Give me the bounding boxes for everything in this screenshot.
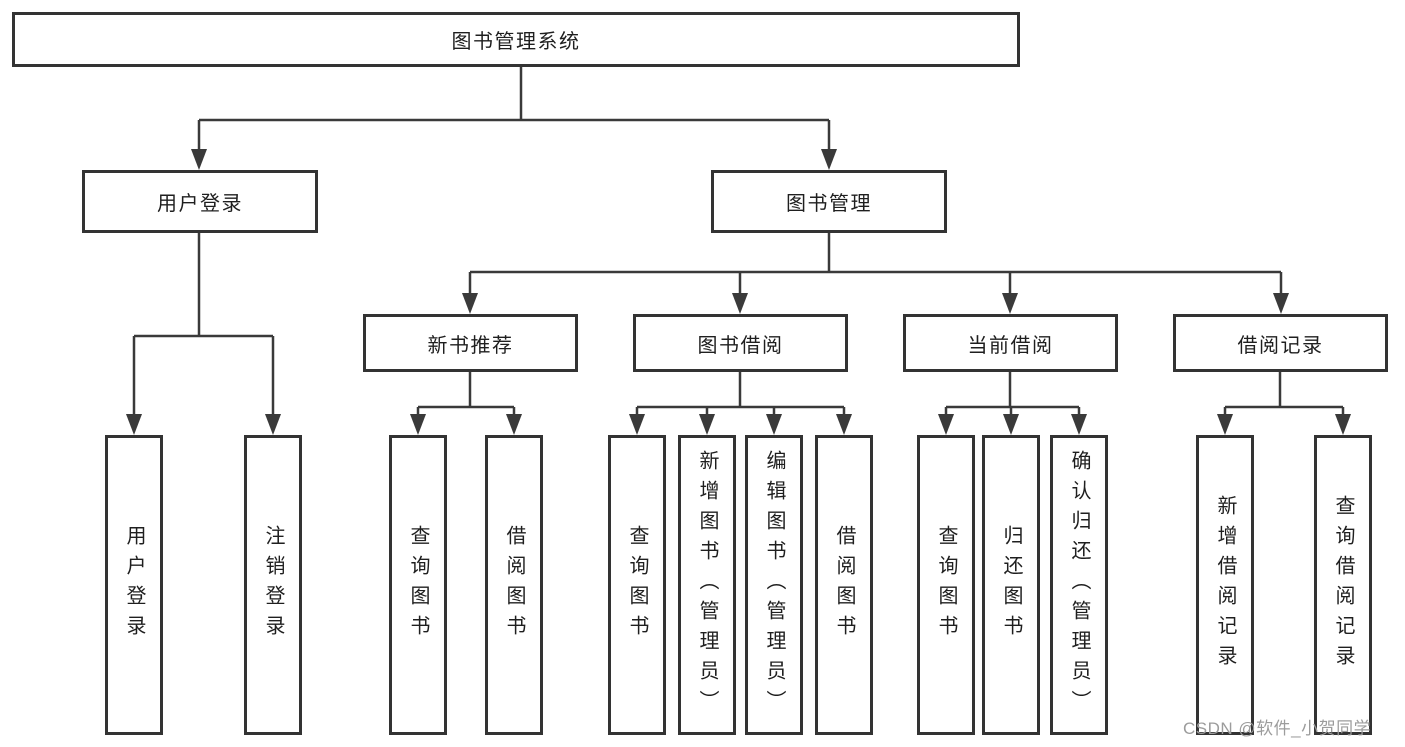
leaf-bb-add-books: 新增图书（管理员） <box>678 435 736 735</box>
node-book-mgmt: 图书管理 <box>711 170 947 233</box>
node-book-borrow-label: 图书借阅 <box>697 334 784 357</box>
node-new-book-rec-label: 新书推荐 <box>427 334 514 357</box>
node-current-borrow-label: 当前借阅 <box>967 334 1054 357</box>
leaf-br-add-record-label: 新增借阅记录 <box>1214 495 1236 675</box>
leaf-nbr-query-books: 查询图书 <box>389 435 447 735</box>
node-borrow-records-label: 借阅记录 <box>1237 334 1324 357</box>
leaf-bb-borrow-books-label: 借阅图书 <box>833 525 855 645</box>
leaf-cb-confirm-return-label: 确认归还（管理员） <box>1068 450 1090 720</box>
leaf-cb-query-books-label: 查询图书 <box>935 525 957 645</box>
leaf-cb-return-books: 归还图书 <box>982 435 1040 735</box>
leaf-logout: 注销登录 <box>244 435 302 735</box>
leaf-nbr-query-books-label: 查询图书 <box>407 525 429 645</box>
node-user-login-label: 用户登录 <box>157 193 243 215</box>
leaf-user-login: 用户登录 <box>105 435 163 735</box>
node-root-label: 图书管理系统 <box>451 31 581 53</box>
node-borrow-records: 借阅记录 <box>1173 314 1388 372</box>
leaf-bb-add-books-label: 新增图书（管理员） <box>696 450 718 720</box>
leaf-bb-edit-books: 编辑图书（管理员） <box>745 435 803 735</box>
leaf-nbr-borrow-books: 借阅图书 <box>485 435 543 735</box>
node-root: 图书管理系统 <box>12 12 1020 67</box>
csdn-watermark: CSDN @软件_小贺同学 <box>1183 719 1372 738</box>
leaf-br-add-record: 新增借阅记录 <box>1196 435 1254 735</box>
leaf-bb-query-books: 查询图书 <box>608 435 666 735</box>
leaf-br-query-record-label: 查询借阅记录 <box>1332 495 1354 675</box>
node-book-borrow: 图书借阅 <box>633 314 848 372</box>
leaf-nbr-borrow-books-label: 借阅图书 <box>503 525 525 645</box>
leaf-logout-label: 注销登录 <box>262 525 284 645</box>
leaf-cb-return-books-label: 归还图书 <box>1000 525 1022 645</box>
leaf-br-query-record: 查询借阅记录 <box>1314 435 1372 735</box>
leaf-bb-edit-books-label: 编辑图书（管理员） <box>763 450 785 720</box>
leaf-bb-borrow-books: 借阅图书 <box>815 435 873 735</box>
leaf-cb-confirm-return: 确认归还（管理员） <box>1050 435 1108 735</box>
node-current-borrow: 当前借阅 <box>903 314 1118 372</box>
leaf-user-login-label: 用户登录 <box>123 525 145 645</box>
node-user-login: 用户登录 <box>82 170 318 233</box>
node-new-book-rec: 新书推荐 <box>363 314 578 372</box>
node-book-mgmt-label: 图书管理 <box>786 193 872 215</box>
leaf-cb-query-books: 查询图书 <box>917 435 975 735</box>
leaf-bb-query-books-label: 查询图书 <box>626 525 648 645</box>
